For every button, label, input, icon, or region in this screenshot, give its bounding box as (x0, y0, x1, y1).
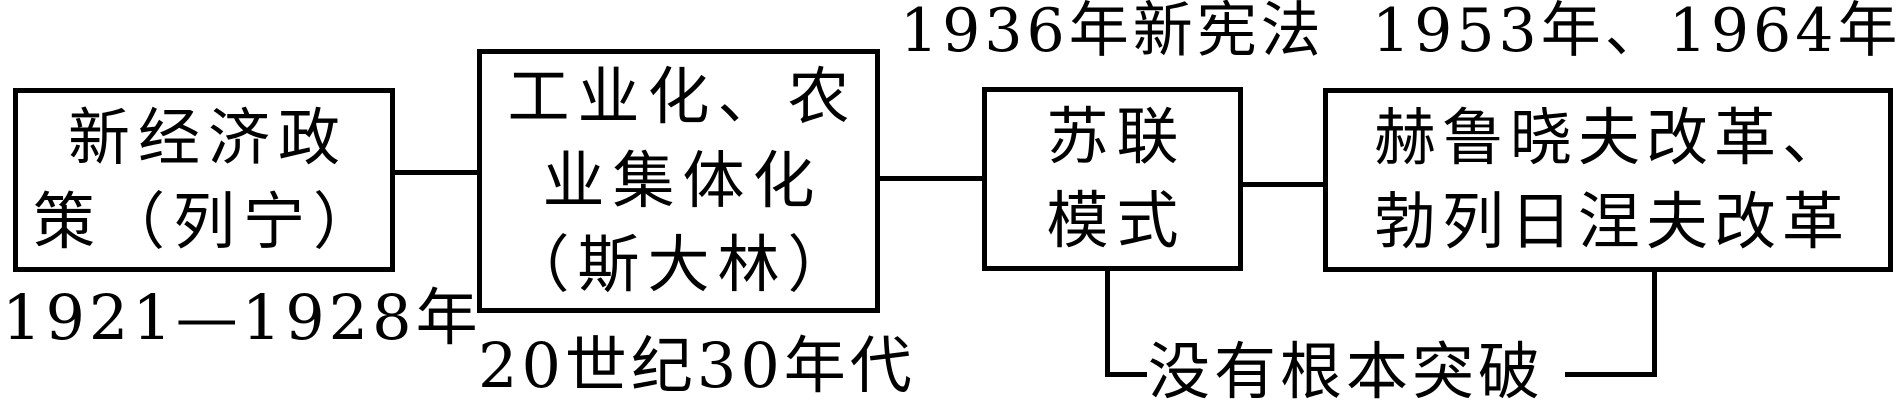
label-1936-constitution: 1936年新宪法 (900, 0, 1325, 66)
dropline-reforms-to-note (1652, 268, 1657, 377)
box-soviet-model: 苏联 模式 (982, 87, 1243, 271)
connector-soviet-model-to-reforms (1241, 182, 1325, 187)
connector-nep-to-industrialization (393, 170, 479, 175)
box-text-line: 业集体化 (542, 144, 823, 217)
box-text-line: 模式 (1046, 184, 1187, 257)
label-stalin-period: 20世纪30年代 (478, 329, 916, 402)
dropline-soviet-model-to-note (1105, 268, 1110, 377)
box-text-line: 苏联 (1046, 100, 1187, 173)
label-no-breakthrough: 没有根本突破 (1148, 335, 1545, 405)
box-text-line: 赫鲁晓夫改革、 (1373, 101, 1850, 174)
box-text-line: 新经济政 (67, 101, 348, 174)
connector-industrialization-to-soviet-model (878, 176, 984, 181)
box-text-line: 策（列宁） (32, 185, 383, 258)
box-new-economic-policy: 新经济政 策（列宁） (13, 88, 395, 272)
box-text-line: 工业化、农 (507, 60, 858, 133)
note-right-stub-line (1565, 372, 1657, 377)
box-khrushchev-brezhnev-reforms: 赫鲁晓夫改革、 勃列日涅夫改革 (1323, 88, 1893, 272)
box-text-line: （斯大林） (507, 228, 858, 301)
label-reform-years: 1953年、1964年 (1372, 0, 1897, 66)
box-industrialization-collectivization: 工业化、农 业集体化 （斯大林） (477, 49, 880, 313)
note-left-stub-line (1105, 372, 1147, 377)
label-nep-period: 1921—1928年 (2, 281, 482, 354)
box-text-line: 勃列日涅夫改革 (1373, 185, 1850, 258)
